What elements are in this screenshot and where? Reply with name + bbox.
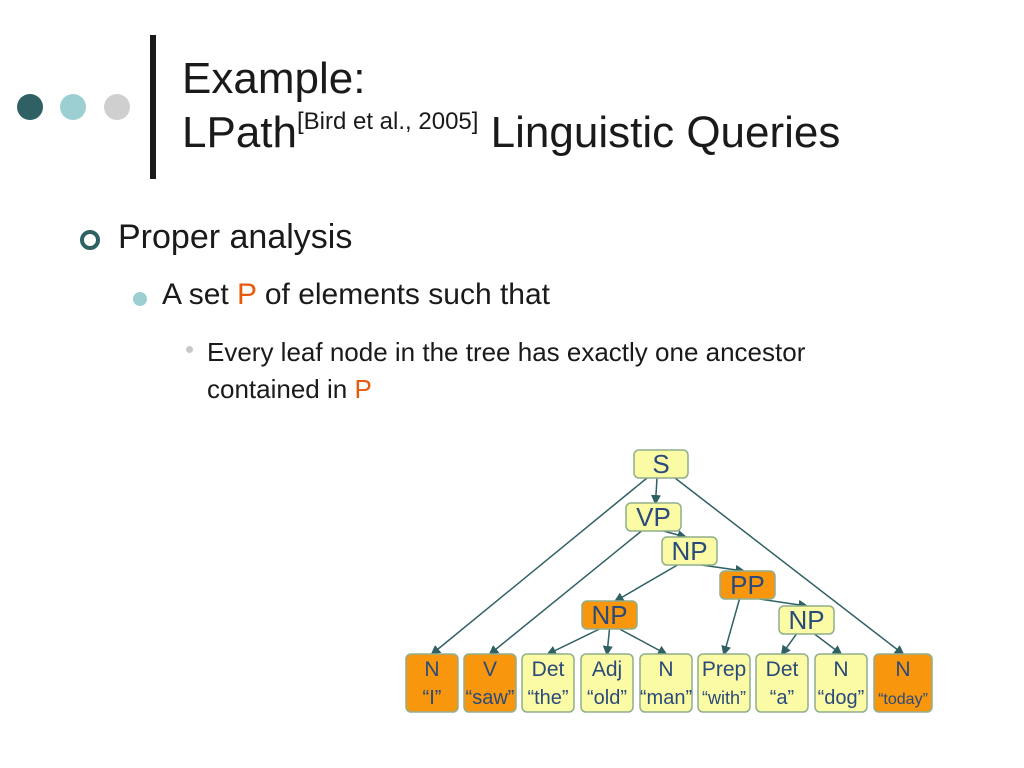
bullet-level-2: A set P of elements such that bbox=[162, 278, 550, 312]
tree-leaf bbox=[463, 653, 517, 713]
bullet-level-3: Every leaf node in the tree has exactly … bbox=[207, 334, 907, 408]
slide-title: Example: LPath[Bird et al., 2005] Lingui… bbox=[182, 52, 840, 160]
tree-edge bbox=[488, 530, 642, 656]
tree-edge bbox=[674, 477, 905, 656]
tree-leaf-word: “today” bbox=[878, 691, 928, 708]
title-line-2: LPath[Bird et al., 2005] Linguistic Quer… bbox=[182, 106, 840, 160]
tree-edge bbox=[619, 628, 668, 655]
tree-edge bbox=[546, 628, 600, 656]
tree-edge bbox=[663, 530, 688, 540]
tree-leaf-category: Det bbox=[766, 658, 799, 681]
tree-edge bbox=[701, 564, 746, 575]
tree-edges bbox=[430, 477, 905, 656]
bullet-ring-icon bbox=[80, 230, 100, 250]
tree-node-label: S bbox=[652, 449, 669, 479]
tree-leaf-category: Prep bbox=[702, 658, 746, 681]
bullet-dot-icon bbox=[133, 292, 147, 306]
title-citation: [Bird et al., 2005] bbox=[296, 108, 479, 135]
tree-leaf-category: Adj bbox=[592, 658, 622, 681]
tree-node-s bbox=[633, 449, 689, 479]
bullet2-before: A set bbox=[162, 278, 238, 311]
tree-leaf-word: “the” bbox=[527, 687, 568, 709]
tree-leaf-category: N bbox=[658, 658, 673, 681]
bullet2-accent: P bbox=[237, 278, 257, 311]
tree-leaf-category: N bbox=[895, 658, 910, 681]
tree-leaf bbox=[580, 653, 634, 713]
tree-leaf-word: “old” bbox=[587, 687, 627, 709]
tree-leaf bbox=[405, 653, 459, 713]
tree-node-label: NP bbox=[788, 605, 824, 635]
tree-edge bbox=[721, 598, 741, 656]
bullet-small-dot-icon bbox=[186, 346, 193, 353]
tree-leaf-word: “a” bbox=[770, 687, 794, 709]
tree-edge bbox=[759, 598, 809, 610]
tree-edge bbox=[602, 628, 613, 656]
tree-leaf-word: “with” bbox=[702, 688, 746, 708]
tree-edge bbox=[650, 477, 661, 505]
tree-leaf bbox=[697, 653, 751, 713]
tree-leaf-word: “I” bbox=[423, 687, 442, 709]
bullet-level-1: Proper analysis bbox=[118, 218, 353, 256]
tree-node-np3 bbox=[778, 605, 835, 635]
tree-leaf bbox=[755, 653, 809, 713]
tree-node-np2 bbox=[581, 600, 638, 630]
tree-node-label: VP bbox=[636, 502, 671, 532]
tree-leaf-word: “dog” bbox=[818, 687, 865, 709]
tree-leaf bbox=[873, 653, 933, 713]
title-line-1: Example: bbox=[182, 54, 366, 103]
tree-edge bbox=[814, 633, 843, 656]
bullet2-after: of elements such that bbox=[256, 278, 551, 311]
decor-dot-gray bbox=[104, 94, 130, 120]
decor-dot-dark bbox=[17, 94, 43, 120]
tree-leaf-category: V bbox=[483, 658, 497, 681]
tree-node-label: PP bbox=[730, 570, 765, 600]
title-rest: Linguistic Queries bbox=[478, 108, 841, 157]
tree-node-label: NP bbox=[671, 536, 707, 566]
tree-leaves: N “I” V “saw” Det “the” Adj “old” N “man” Prep “wit… bbox=[405, 653, 933, 713]
tree-node-pp bbox=[719, 570, 776, 600]
tree-leaf bbox=[521, 653, 575, 713]
tree-leaf-word: “man” bbox=[640, 687, 692, 709]
tree-leaf-category: Det bbox=[532, 658, 565, 681]
title-lpath: LPath bbox=[182, 108, 297, 157]
tree-edge bbox=[613, 564, 678, 603]
tree-leaf bbox=[639, 653, 693, 713]
decor-dot-light bbox=[60, 94, 86, 120]
tree-edge bbox=[430, 477, 648, 656]
bullet3-accent: P bbox=[354, 374, 372, 404]
tree-node-label: NP bbox=[591, 600, 627, 630]
tree-node-vp bbox=[625, 502, 682, 532]
tree-node-np1 bbox=[661, 536, 718, 566]
tree-leaf-category: N bbox=[424, 658, 439, 681]
tree-leaf bbox=[814, 653, 868, 713]
tree-leaf-word: “saw” bbox=[466, 687, 515, 709]
tree-edge bbox=[780, 633, 798, 656]
title-divider bbox=[150, 35, 156, 179]
tree-leaf-category: N bbox=[833, 658, 848, 681]
bullet3-text: Every leaf node in the tree has exactly … bbox=[207, 337, 806, 404]
